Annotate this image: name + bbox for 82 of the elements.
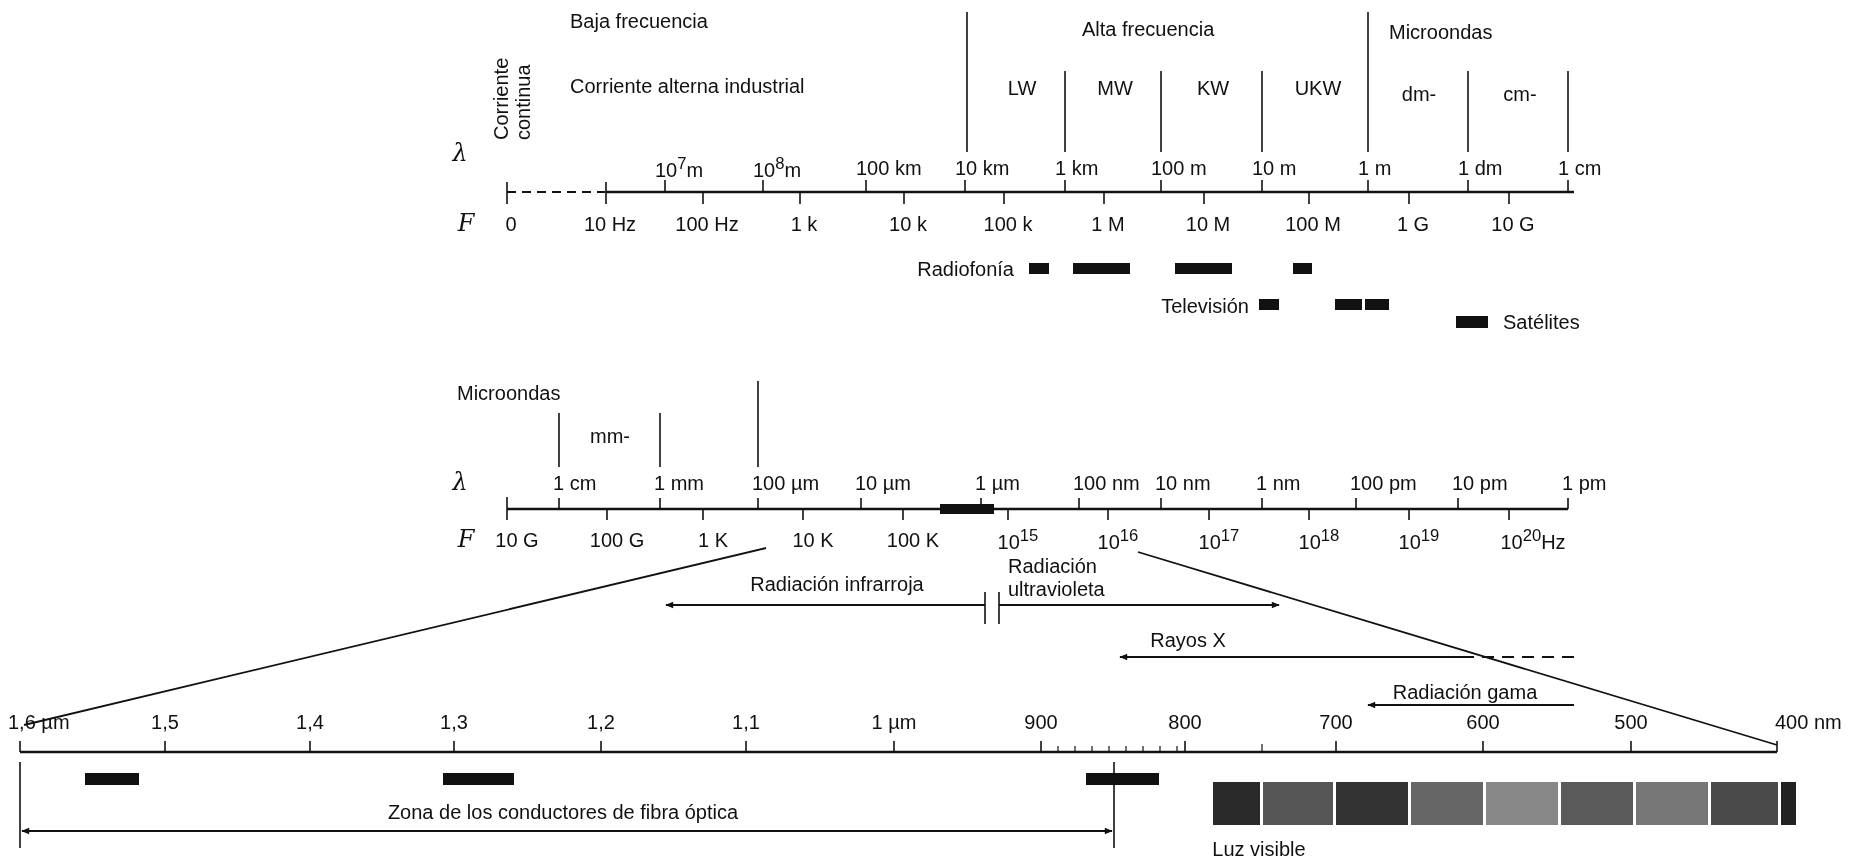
- wavelength-label: 1,3: [440, 710, 468, 734]
- frequency-label: 10$^{19}$: [1398, 526, 1440, 554]
- band-label: Corriente alterna industrial: [570, 74, 805, 98]
- band-label: dm-: [1401, 82, 1437, 106]
- wavelength-label: 10 pm: [1452, 471, 1508, 495]
- band-label: mm-: [590, 424, 630, 448]
- frequency-label: 10$^{20}$Hz: [1500, 526, 1566, 554]
- band-label: Corriente continua: [490, 56, 534, 140]
- frequency-label: 1 M: [1091, 212, 1125, 236]
- wavelength-label: 10 µm: [855, 471, 911, 495]
- wavelength-label: 500: [1614, 710, 1648, 734]
- band-label: MW: [1097, 76, 1133, 100]
- wavelength-symbol: λ: [452, 140, 468, 168]
- service-label: Televisión: [1161, 294, 1249, 318]
- wavelength-label: 900: [1024, 710, 1058, 734]
- wavelength-label: 1 µm: [975, 471, 1020, 495]
- frequency-label: 1 K: [698, 528, 728, 552]
- wavelength-label: 10$^{8}$m: [753, 154, 802, 182]
- frequency-label: 10 G: [495, 528, 539, 552]
- band-label: KW: [1196, 76, 1230, 100]
- wavelength-label: 100 pm: [1350, 471, 1417, 495]
- frequency-label: 10 G: [1491, 212, 1535, 236]
- wavelength-label: 1 cm: [553, 471, 597, 495]
- frequency-symbol: F: [457, 210, 475, 238]
- region-label: Radiación infrarroja: [750, 572, 924, 596]
- region-label: Rayos X: [1150, 628, 1226, 652]
- frequency-label: 10$^{17}$: [1198, 526, 1240, 554]
- wavelength-label: 100 µm: [752, 471, 820, 495]
- frequency-label: 10$^{16}$: [1097, 526, 1139, 554]
- wavelength-label: 1 cm: [1558, 156, 1602, 180]
- frequency-label: 0: [505, 212, 517, 236]
- spectrum-label: Luz visible: [1212, 837, 1306, 861]
- wavelength-label: 1 dm: [1458, 156, 1503, 180]
- wavelength-label: 600: [1466, 710, 1500, 734]
- wavelength-symbol: λ: [452, 469, 468, 497]
- wavelength-label: 1 µm: [871, 710, 917, 734]
- band-label: LW: [1007, 76, 1037, 100]
- frequency-label: 1 k: [790, 212, 818, 236]
- band-label: UKW: [1294, 76, 1342, 100]
- frequency-symbol: F: [457, 526, 475, 554]
- frequency-label: 10$^{18}$: [1298, 526, 1340, 554]
- wavelength-label: 10 km: [955, 156, 1010, 180]
- wavelength-label: 1,4: [296, 710, 324, 734]
- wavelength-label: 700: [1319, 710, 1353, 734]
- frequency-label: 100 M: [1285, 212, 1341, 236]
- wavelength-label: 100 m: [1151, 156, 1207, 180]
- frequency-label: 10 M: [1185, 212, 1231, 236]
- frequency-label: 100 k: [983, 212, 1033, 236]
- wavelength-label: 10 nm: [1155, 471, 1211, 495]
- band-heading: Alta frecuencia: [1082, 17, 1215, 41]
- frequency-label: 1 G: [1396, 212, 1430, 236]
- frequency-label: 10 k: [889, 212, 927, 236]
- wavelength-label: 400 nm: [1775, 710, 1842, 734]
- frequency-label: 10 K: [792, 528, 834, 552]
- wavelength-label: 100 km: [856, 156, 922, 180]
- wavelength-label: 800: [1168, 710, 1202, 734]
- frequency-label: 10 Hz: [583, 212, 637, 236]
- wavelength-label: 100 nm: [1073, 471, 1140, 495]
- frequency-label: 100 K: [886, 528, 940, 552]
- wavelength-label: 1,5: [151, 710, 179, 734]
- wavelength-label: 10$^{7}$m: [655, 154, 704, 182]
- frequency-label: 100 G: [589, 528, 645, 552]
- range-label: Zona de los conductores de fibra óptica: [387, 800, 739, 824]
- band-heading: Microondas: [457, 381, 561, 405]
- region-label: Radiación gama: [1392, 680, 1538, 704]
- frequency-label: 10$^{15}$: [997, 526, 1039, 554]
- wavelength-label: 1,2: [587, 710, 615, 734]
- wavelength-label: 1 m: [1358, 156, 1392, 180]
- wavelength-label: 1 pm: [1562, 471, 1607, 495]
- wavelength-label: 1 mm: [654, 471, 704, 495]
- frequency-label: 100 Hz: [675, 212, 739, 236]
- region-label: Radiación ultravioleta: [1008, 555, 1106, 601]
- band-heading: Baja frecuencia: [570, 9, 708, 33]
- wavelength-label: 1,6 µm: [8, 710, 70, 734]
- wavelength-label: 1,1: [732, 710, 760, 734]
- wavelength-label: 1 km: [1055, 156, 1099, 180]
- wavelength-label: 1 nm: [1256, 471, 1301, 495]
- wavelength-label: 10 m: [1252, 156, 1297, 180]
- band-heading: Microondas: [1389, 20, 1493, 44]
- service-label: Radiofonía: [917, 257, 1014, 281]
- service-label: Satélites: [1503, 310, 1580, 334]
- band-label: cm-: [1503, 82, 1537, 106]
